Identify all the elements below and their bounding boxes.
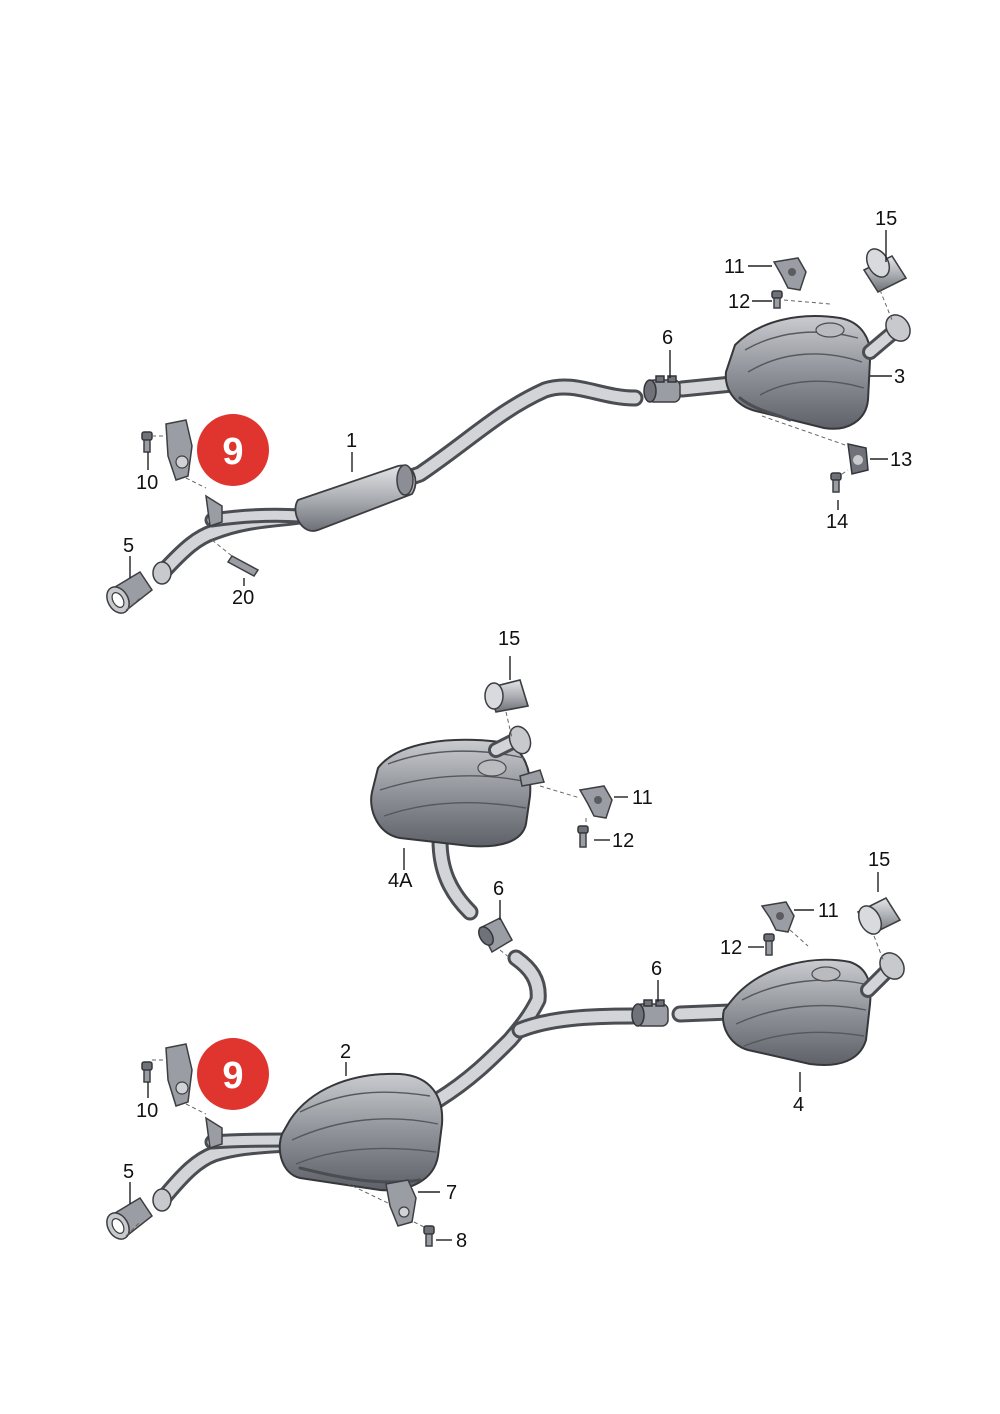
tail-tip-15b bbox=[856, 896, 902, 936]
front-pipe-bottom bbox=[152, 1116, 294, 1212]
label-15b-bottom: 15 bbox=[868, 849, 890, 871]
badge-number-bottom: 9 bbox=[222, 1055, 243, 1097]
callout-badge-bottom: 9 bbox=[197, 1038, 269, 1110]
rear-pipe-top bbox=[673, 375, 741, 398]
bolt-10-top bbox=[141, 431, 153, 453]
label-15a-bottom: 15 bbox=[498, 628, 520, 650]
clamp-5-top bbox=[106, 570, 154, 614]
label-2-bottom: 2 bbox=[340, 1041, 351, 1063]
tail-tip-15-top bbox=[862, 248, 908, 294]
label-6-top: 6 bbox=[662, 327, 673, 349]
bolt-12b-bottom bbox=[763, 933, 775, 956]
hanger-9-bottom bbox=[165, 1043, 193, 1107]
label-4a-bottom: 4A bbox=[388, 870, 413, 892]
clamp-6a-bottom bbox=[478, 917, 514, 954]
label-1-top: 1 bbox=[346, 430, 357, 452]
callout-badge-top: 9 bbox=[197, 414, 269, 486]
label-11a-bottom: 11 bbox=[632, 787, 653, 809]
badge-number-top: 9 bbox=[222, 431, 243, 473]
bolt-14 bbox=[830, 472, 842, 493]
pipe-4a bbox=[431, 831, 479, 921]
stud-20 bbox=[226, 555, 260, 577]
label-5-bottom: 5 bbox=[123, 1161, 134, 1183]
mid-pipe-bottom bbox=[429, 949, 739, 1109]
label-6a-bottom: 6 bbox=[493, 878, 504, 900]
rear-muffler-4a bbox=[370, 725, 545, 848]
bolt-12-top bbox=[771, 290, 783, 309]
clamp-6b-bottom bbox=[631, 999, 669, 1027]
label-6b-bottom: 6 bbox=[651, 958, 662, 980]
bolt-12a-bottom bbox=[577, 825, 589, 848]
pipe-1 bbox=[152, 378, 644, 585]
label-12a-bottom: 12 bbox=[612, 830, 634, 852]
bolt-8 bbox=[423, 1225, 435, 1247]
label-10-top: 10 bbox=[136, 472, 158, 494]
bracket-11a-bottom bbox=[578, 785, 613, 819]
label-3-top: 3 bbox=[894, 366, 905, 388]
label-14-top: 14 bbox=[826, 511, 848, 533]
clamp-5-bottom bbox=[106, 1196, 154, 1240]
rear-muffler-4 bbox=[722, 952, 905, 1066]
center-resonator bbox=[294, 464, 417, 532]
rear-muffler-3 bbox=[724, 314, 911, 430]
label-12-top: 12 bbox=[728, 291, 750, 313]
label-11-top: 11 bbox=[724, 256, 745, 278]
label-12b-bottom: 12 bbox=[720, 937, 742, 959]
rubber-mount-13 bbox=[847, 443, 869, 475]
label-4-bottom: 4 bbox=[793, 1094, 804, 1116]
label-10-bottom: 10 bbox=[136, 1100, 158, 1122]
label-8-bottom: 8 bbox=[456, 1230, 467, 1252]
top-assembly: 1 6 3 11 12 13 14 15 10 5 20 9 bbox=[106, 208, 912, 614]
hanger-9-top bbox=[165, 419, 193, 481]
bracket-7 bbox=[385, 1179, 417, 1227]
label-15-top: 15 bbox=[875, 208, 897, 230]
bolt-10-bottom bbox=[141, 1061, 153, 1083]
center-muffler-2 bbox=[278, 1072, 444, 1192]
label-5-top: 5 bbox=[123, 535, 134, 557]
label-7-bottom: 7 bbox=[446, 1182, 457, 1204]
label-20-top: 20 bbox=[232, 587, 254, 609]
label-11b-bottom: 11 bbox=[818, 900, 839, 922]
bracket-11b-bottom bbox=[760, 901, 795, 933]
clamp-6-top bbox=[643, 375, 681, 403]
label-13-top: 13 bbox=[890, 449, 912, 471]
tail-tip-15a bbox=[484, 679, 530, 713]
bottom-assembly: 2 4A 6 15 11 12 11 12 15 6 4 7 8 10 5 9 bbox=[106, 628, 905, 1252]
bracket-11-top bbox=[772, 257, 807, 291]
